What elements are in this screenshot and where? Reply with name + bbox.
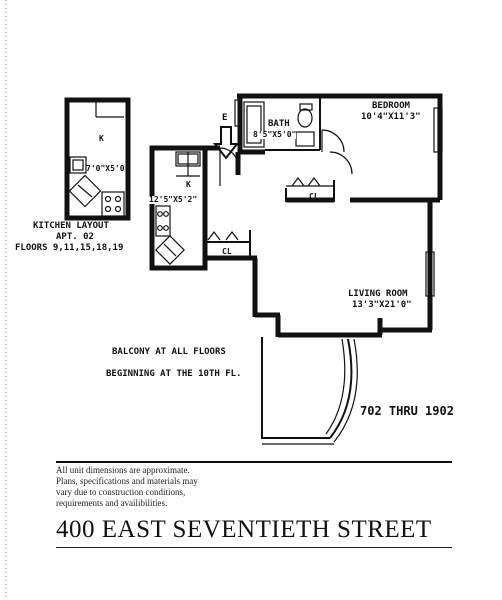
living-room-dimensions: 13'3"X21'0" — [352, 300, 412, 310]
bedroom-label: BEDROOM — [372, 101, 410, 111]
kitchen-layout-alt — [64, 97, 131, 221]
windows — [234, 99, 443, 297]
building-address: 400 EAST SEVENTIETH STREET — [56, 516, 432, 543]
kitchen-layout-dimensions: 7'0"X5'0" — [86, 164, 130, 173]
kitchen-layout-floors: FLOORS 9,11,15,18,19 — [15, 243, 124, 253]
address-underline — [56, 547, 452, 548]
disclaimer: All unit dimensions are approximate. Pla… — [56, 465, 256, 509]
balcony-note-line2: BEGINNING AT THE 10TH FL. — [106, 369, 242, 379]
kitchen-layout-k-label: K — [99, 134, 104, 143]
entry-door — [212, 126, 240, 186]
disclaimer-line: All unit dimensions are approximate. — [56, 465, 190, 475]
kitchen-dimensions: 12'5"X5'2" — [149, 195, 198, 204]
disclaimer-line: vary due to construction conditions, — [56, 487, 186, 497]
kitchen-k-label: K — [186, 180, 191, 189]
disclaimer-line: requirements and availibilities. — [56, 498, 168, 508]
bath-dimensions: 8'5"X5'0" — [253, 130, 297, 139]
entry-label: E — [222, 113, 228, 123]
bedroom-dimensions: 10'4"X11'3" — [361, 112, 421, 122]
bath-fixtures — [243, 101, 353, 175]
balcony-note-line1: BALCONY AT ALL FLOORS — [112, 347, 226, 357]
disclaimer-line: Plans, specifications and materials may — [56, 476, 198, 486]
kitchen-layout-apt: APT. 02 — [56, 232, 94, 242]
balcony — [261, 337, 358, 445]
closet-kitchen-label: CL — [222, 247, 232, 256]
kitchen-layout-title: KITCHEN LAYOUT — [33, 221, 109, 231]
unit-range: 702 THRU 1902 — [360, 404, 454, 418]
living-room-label: LIVING ROOM — [348, 289, 408, 299]
closet-hangers — [207, 177, 321, 241]
kitchen-fixtures — [155, 151, 201, 265]
closet-bedroom-label: CL — [309, 192, 319, 201]
bath-label: BATH — [268, 119, 290, 129]
